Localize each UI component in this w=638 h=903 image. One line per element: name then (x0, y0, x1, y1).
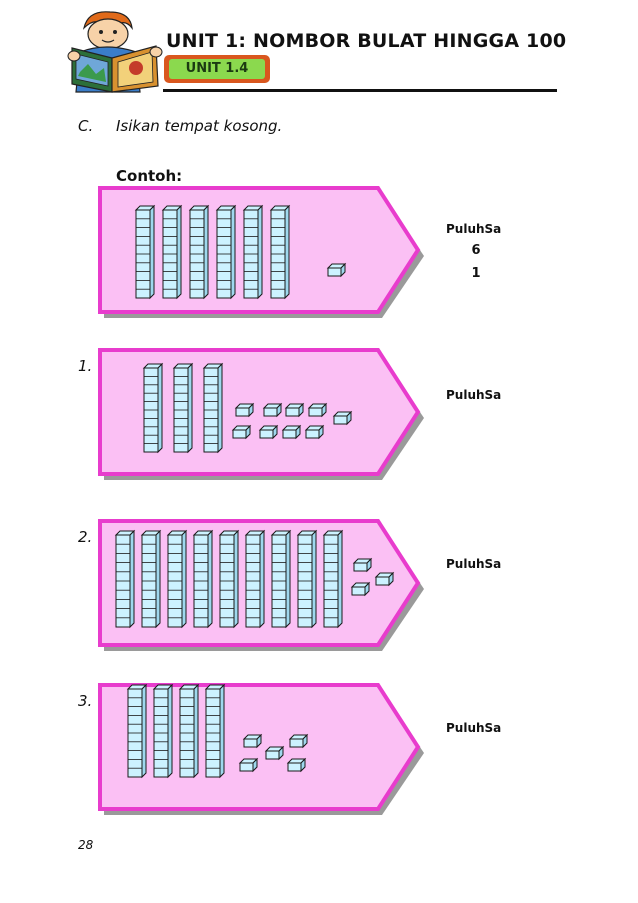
tens-rod (172, 362, 194, 454)
ones-cube (238, 757, 259, 773)
ones-cube (326, 262, 347, 278)
tens-rod (204, 683, 226, 779)
tens-rod (244, 529, 266, 629)
unit-badge: UNIT 1.4 (164, 55, 270, 83)
boy-reading-book-icon (67, 11, 163, 93)
ones-cube (234, 402, 255, 418)
tens-rod (126, 683, 148, 779)
place-value-header: PuluhSa (446, 721, 502, 735)
ones-cube (284, 402, 305, 418)
base-ten-blocks (126, 683, 309, 779)
tens-rod (296, 529, 318, 629)
tens-rod (269, 204, 291, 300)
tens-rod (322, 529, 344, 629)
ones-cube (262, 402, 283, 418)
ones-cube (332, 410, 353, 426)
ones-cube (281, 424, 302, 440)
tens-rod (152, 683, 174, 779)
place-value-header: PuluhSa (446, 557, 502, 571)
tens-rod (114, 529, 136, 629)
example-label: Contoh: (116, 167, 183, 185)
tens-rod (134, 204, 156, 300)
tens-rod (142, 362, 164, 454)
tens-rod (270, 529, 292, 629)
question-number: 1. (78, 357, 93, 375)
ones-answer: 1 (471, 266, 481, 281)
page-number: 28 (78, 838, 94, 852)
tens-rod (242, 204, 264, 300)
tens-rod (215, 204, 237, 300)
ones-cube (242, 733, 263, 749)
place-value-header: PuluhSa (446, 222, 502, 236)
tens-rod (188, 204, 210, 300)
instruction-letter: C. (78, 117, 94, 135)
instruction-text: Isikan tempat kosong. (116, 117, 283, 135)
tens-rod (218, 529, 240, 629)
ones-cube (352, 557, 373, 573)
question-number: 3. (78, 692, 93, 710)
unit-badge-label: UNIT 1.4 (169, 59, 265, 79)
base-ten-blocks (134, 204, 347, 300)
place-value-header: PuluhSa (446, 388, 502, 402)
ones-cube (286, 757, 307, 773)
ones-cube (304, 424, 325, 440)
tens-answer: 6 (471, 243, 481, 258)
ones-cube (350, 581, 371, 597)
tens-rod (140, 529, 162, 629)
tens-rod (166, 529, 188, 629)
example-card: PuluhSa 6 1 (98, 186, 501, 318)
base-ten-blocks (114, 529, 395, 629)
tens-rod (202, 362, 224, 454)
tens-rod (161, 204, 183, 300)
tens-rod (178, 683, 200, 779)
ones-cube (264, 745, 285, 761)
base-ten-blocks (142, 362, 353, 454)
ones-cube (231, 424, 252, 440)
ones-cube (288, 733, 309, 749)
header-divider (163, 89, 557, 92)
question-card-3: PuluhSa (98, 683, 501, 815)
question-number: 2. (78, 528, 93, 546)
question-card-1: PuluhSa (98, 348, 501, 480)
ones-cube (374, 571, 395, 587)
question-card-2: PuluhSa (98, 519, 501, 651)
unit-title: UNIT 1: NOMBOR BULAT HINGGA 100 (166, 30, 567, 52)
ones-cube (258, 424, 279, 440)
ones-cube (307, 402, 328, 418)
tens-rod (192, 529, 214, 629)
